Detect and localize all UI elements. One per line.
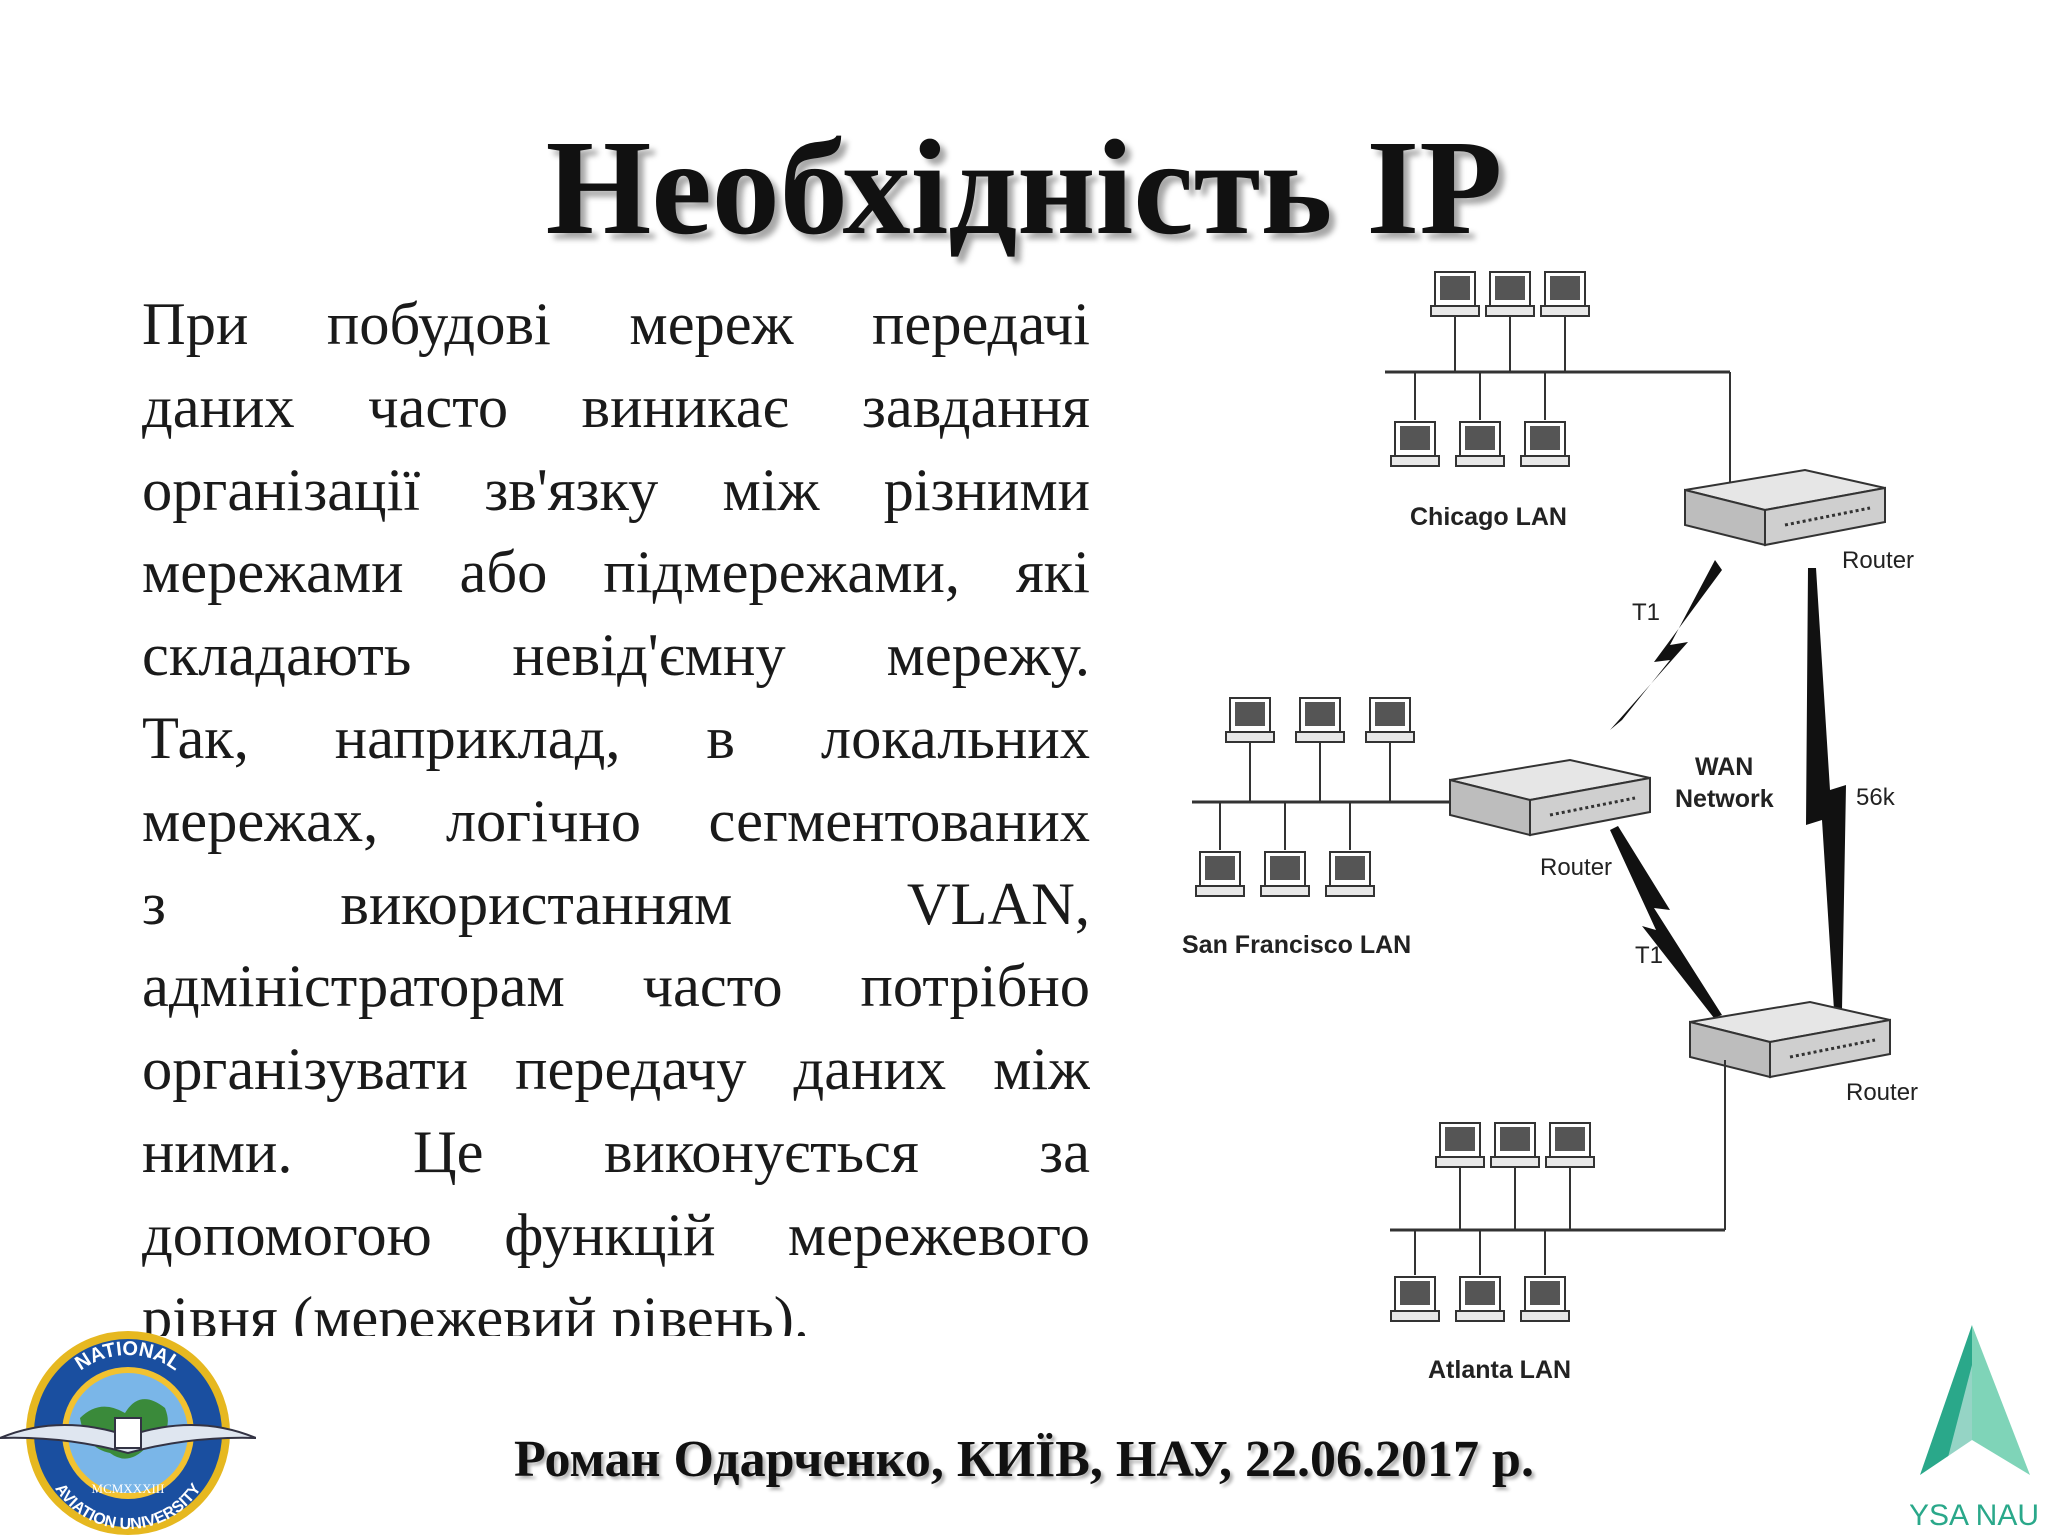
- link-t1-bottom-label: T1: [1635, 942, 1663, 969]
- network-diagram: Chicago LAN Router San Francisco LAN Rou…: [1182, 271, 1918, 1384]
- body-line: При побудові мереж передачі: [142, 291, 1090, 358]
- body-line: даних часто виникає завдання: [142, 373, 1090, 441]
- body-line: Так, наприклад, в локальних: [142, 704, 1090, 772]
- router-bottom-label: Router: [1846, 1079, 1918, 1106]
- body-line: ними. Це виконується за: [142, 1118, 1090, 1186]
- link-56k-label: 56k: [1856, 784, 1896, 811]
- link-t1-top: T1: [1610, 560, 1722, 730]
- nau-roman-numeral: MCMXXXIII: [92, 1481, 165, 1496]
- link-56k: 56k: [1806, 568, 1896, 1010]
- san-francisco-lan: San Francisco LAN: [1182, 697, 1450, 959]
- san-francisco-lan-label: San Francisco LAN: [1182, 931, 1411, 959]
- ysa-nau-logo: YSA NAU: [1910, 1325, 2039, 1532]
- link-t1-top-label: T1: [1632, 599, 1660, 626]
- router-top-label: Router: [1842, 547, 1914, 574]
- atlanta-lan-label: Atlanta LAN: [1428, 1356, 1571, 1384]
- chicago-lan: Chicago LAN: [1385, 271, 1731, 531]
- body-line: адміністраторам часто потрібно: [142, 953, 1090, 1021]
- body-line: допомогою функцій мережевого: [142, 1201, 1090, 1269]
- atlanta-lan: Atlanta LAN: [1390, 1060, 1726, 1384]
- body-line: організації зв'язку між різними: [142, 456, 1090, 524]
- router-top: Router: [1683, 468, 1914, 574]
- ysa-nau-text: YSA NAU: [1910, 1499, 2039, 1532]
- body-line: складають невід'ємну мережу.: [142, 622, 1090, 690]
- wan-label-line2: Network: [1675, 785, 1774, 813]
- body-line: з використанням VLAN,: [142, 870, 1090, 938]
- nau-logo: MCMXXXIII NATIONAL AVIATION UNIVERSITY: [0, 1331, 256, 1535]
- body-line: організувати передачу даних між: [142, 1036, 1090, 1104]
- body-paragraph: При побудові мереж передачі даних часто …: [142, 284, 1090, 1336]
- slide-footer: Роман Одарченко, КИЇВ, НАУ, 22.06.2017 р…: [514, 1431, 1534, 1488]
- link-t1-bottom: T1: [1610, 826, 1722, 1018]
- body-line: мережами або підмережами, які: [142, 539, 1090, 607]
- router-mid-label: Router: [1540, 854, 1612, 881]
- wan-label-line1: WAN: [1695, 753, 1753, 781]
- body-line: рівня (мережевий рівень).: [142, 1284, 810, 1336]
- router-bottom: Router: [1688, 1000, 1918, 1106]
- slide-title: Необхідність IP: [545, 113, 1503, 263]
- chicago-lan-label: Chicago LAN: [1410, 503, 1567, 531]
- router-mid: Router: [1448, 758, 1652, 881]
- body-line: мережах, логічно сегментованих: [142, 787, 1090, 855]
